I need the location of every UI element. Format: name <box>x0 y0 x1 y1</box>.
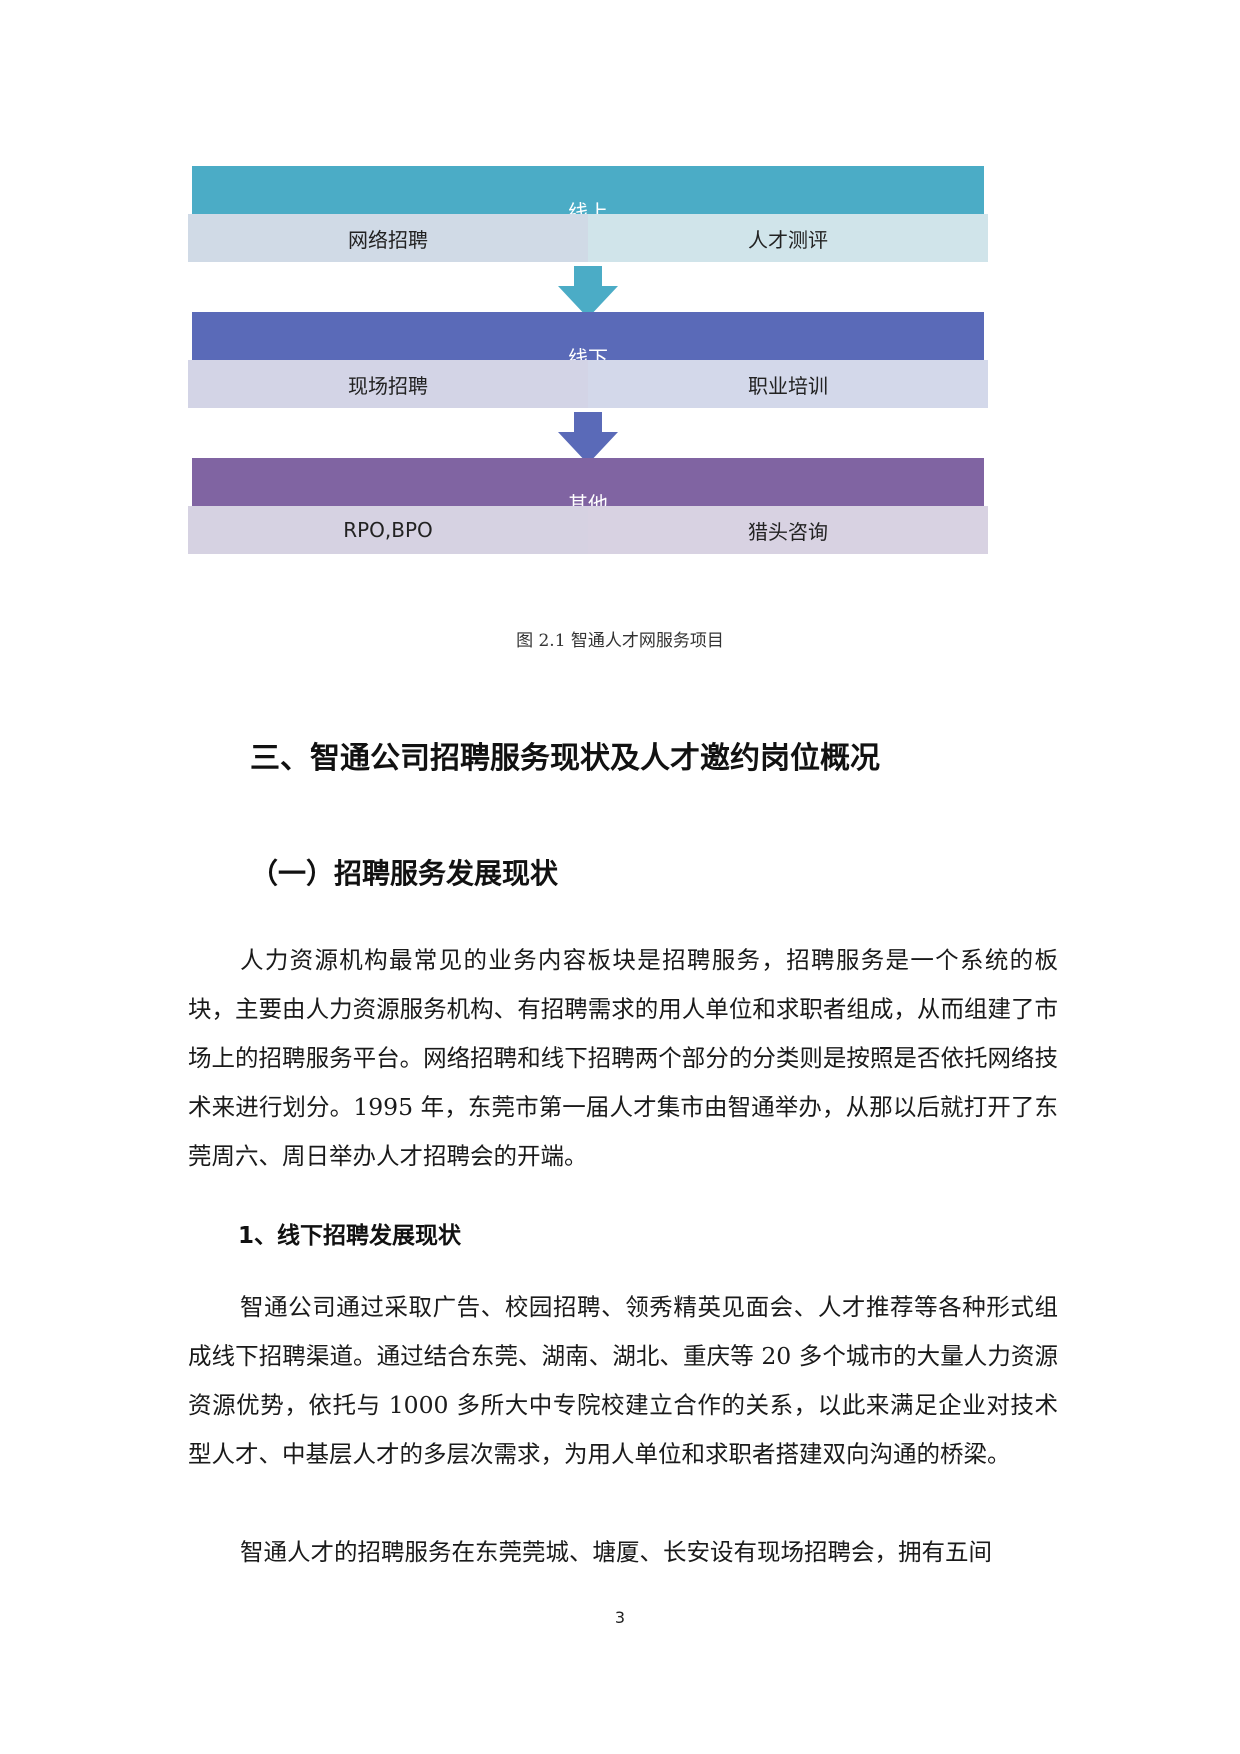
stage-bar-offline: 线下 <box>192 312 984 364</box>
stage-label-offline: 线下 <box>568 346 608 364</box>
item-onsite-recruitment: 现场招聘 <box>188 360 588 408</box>
item-headhunting: 猎头咨询 <box>588 506 988 554</box>
item-online-recruitment: 网络招聘 <box>188 214 588 262</box>
arrow-down-icon <box>558 412 618 464</box>
stage-bar-online: 线上 <box>192 166 984 218</box>
paragraph-onsite-fairs: 智通人才的招聘服务在东莞莞城、塘厦、长安设有现场招聘会，拥有五间 <box>240 1538 992 1566</box>
page-number: 3 <box>614 1608 626 1627</box>
figure-caption: 图 2.1 智通人才网服务项目 <box>516 631 724 651</box>
section-heading: 三、智通公司招聘服务现状及人才邀约岗位概况 <box>250 741 880 776</box>
stage-label-online: 线上 <box>568 200 608 218</box>
stage-row-offline: 现场招聘 职业培训 <box>188 360 988 408</box>
minor-heading: 1、线下招聘发展现状 <box>238 1223 462 1249</box>
service-diagram: 线上 网络招聘 人才测评 线下 现场招聘 职业培训 其他 RPO,BPO 猎头咨… <box>188 166 988 556</box>
item-rpo-bpo: RPO,BPO <box>188 506 588 554</box>
stage-label-other: 其他 <box>568 492 608 510</box>
stage-bar-other: 其他 <box>192 458 984 510</box>
stage-row-other: RPO,BPO 猎头咨询 <box>188 506 988 554</box>
stage-row-online: 网络招聘 人才测评 <box>188 214 988 262</box>
item-vocational-training: 职业培训 <box>588 360 988 408</box>
arrow-down-icon <box>558 266 618 318</box>
subsection-heading: （一）招聘服务发展现状 <box>250 857 559 890</box>
item-talent-assessment: 人才测评 <box>588 214 988 262</box>
paragraph-recruitment-overview: 人力资源机构最常见的业务内容板块是招聘服务，招聘服务是一个系统的板块，主要由人力… <box>188 946 1058 1170</box>
paragraph-offline-channels: 智通公司通过采取广告、校园招聘、领秀精英见面会、人才推荐等各种形式组成线下招聘渠… <box>188 1293 1058 1468</box>
